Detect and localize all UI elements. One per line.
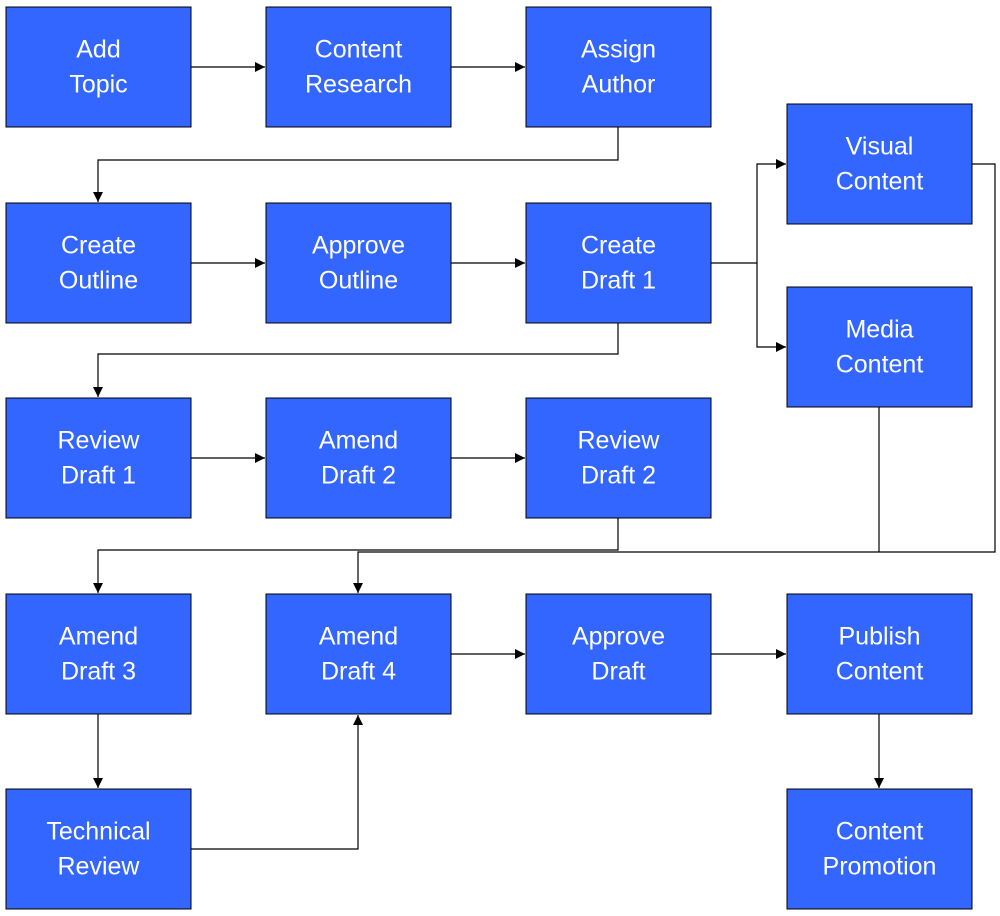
- box-content-research-shape: [265, 6, 452, 128]
- box-create-draft-1-label-line-1: Create: [581, 232, 656, 260]
- box-review-draft-1-label-line-2: Draft 1: [61, 462, 136, 490]
- connector-assign-author-to-create-outline: [93, 127, 619, 202]
- box-review-draft-1-shape: [5, 397, 192, 519]
- box-content-research-label-line-2: Research: [305, 71, 412, 99]
- box-create-draft-1-label-line-2: Draft 1: [581, 267, 656, 295]
- box-visual-content-label-line-2: Content: [836, 168, 924, 196]
- box-add-topic-label-line-1: Add: [76, 36, 120, 64]
- box-amend-draft-3-label-line-1: Amend: [59, 623, 138, 651]
- box-content-research-label-line-1: Content: [315, 36, 403, 64]
- box-amend-draft-3-shape: [5, 593, 192, 715]
- box-publish-content-label-line-1: Publish: [839, 623, 921, 651]
- box-amend-draft-4-shape: [265, 593, 452, 715]
- box-create-draft-1-shape: [525, 202, 712, 324]
- box-amend-draft-4-label-line-2: Draft 4: [321, 658, 396, 686]
- box-amend-draft-4-label-line-1: Amend: [319, 623, 398, 651]
- box-create-outline-label-line-1: Create: [61, 232, 136, 260]
- box-content-promotion-label-line-1: Content: [836, 818, 924, 846]
- box-review-draft-2-label-line-1: Review: [578, 427, 661, 455]
- box-approve-outline-shape: [265, 202, 452, 324]
- box-approve-draft-label-line-1: Approve: [572, 623, 665, 651]
- box-assign-author-label-line-2: Author: [582, 71, 656, 99]
- box-amend-draft-2-label-line-2: Draft 2: [321, 462, 396, 490]
- box-technical-review-shape: [5, 788, 192, 910]
- connector-review-draft-2-to-amend-draft-3: [93, 518, 619, 593]
- box-technical-review-label-line-1: Technical: [46, 818, 150, 846]
- box-media-content-label-line-2: Content: [836, 351, 924, 379]
- box-create-outline-shape: [5, 202, 192, 324]
- box-approve-outline-label-line-2: Outline: [319, 267, 398, 295]
- connector-visual-content-to-amend-draft-4: [353, 163, 996, 593]
- box-approve-draft-shape: [525, 593, 712, 715]
- box-technical-review-label-line-2: Review: [58, 853, 141, 881]
- connector-create-draft-1-to-visual-content: [711, 159, 786, 264]
- box-approve-outline-label-line-1: Approve: [312, 232, 405, 260]
- box-approve-draft-label-line-2: Draft: [591, 658, 645, 686]
- box-amend-draft-2-label-line-1: Amend: [319, 427, 398, 455]
- box-publish-content-label-line-2: Content: [836, 658, 924, 686]
- box-review-draft-2-shape: [525, 397, 712, 519]
- box-publish-content-shape: [786, 593, 973, 715]
- connectors: [93, 62, 996, 850]
- box-visual-content-shape: [786, 103, 973, 225]
- connector-technical-review-to-amend-draft-4: [191, 715, 363, 850]
- box-amend-draft-3-label-line-2: Draft 3: [61, 658, 136, 686]
- connector-create-draft-1-to-media-content: [756, 263, 786, 352]
- box-assign-author-label-line-1: Assign: [581, 36, 656, 64]
- box-content-promotion-shape: [786, 788, 973, 910]
- box-media-content-shape: [786, 286, 973, 408]
- box-content-promotion-label-line-2: Promotion: [823, 853, 937, 881]
- connector-create-draft-1-to-review-draft-1: [93, 323, 619, 397]
- box-visual-content-label-line-1: Visual: [846, 133, 914, 161]
- box-add-topic-shape: [5, 6, 192, 128]
- box-review-draft-2-label-line-2: Draft 2: [581, 462, 656, 490]
- box-review-draft-1-label-line-1: Review: [58, 427, 141, 455]
- box-add-topic-label-line-2: Topic: [69, 71, 127, 99]
- box-amend-draft-2-shape: [265, 397, 452, 519]
- box-media-content-label-line-1: Media: [845, 316, 913, 344]
- process-boxes: AddTopicContentResearchAssignAuthorVisua…: [5, 6, 973, 910]
- box-create-outline-label-line-2: Outline: [59, 267, 138, 295]
- box-assign-author-shape: [525, 6, 712, 128]
